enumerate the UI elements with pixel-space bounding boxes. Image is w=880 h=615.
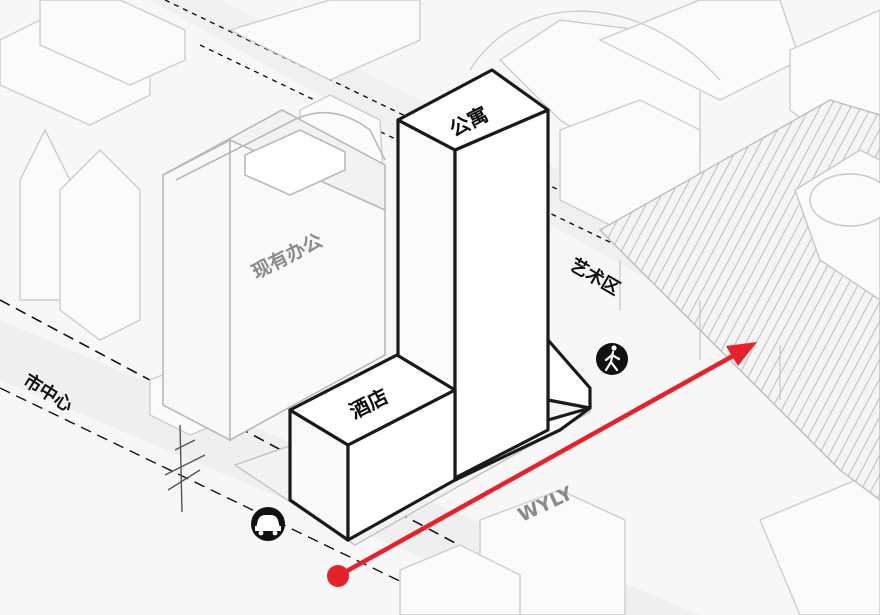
- pedestrian-icon: [596, 343, 628, 375]
- car-icon: [251, 507, 285, 541]
- tree-sketch: [164, 424, 206, 513]
- arts-canopy: [598, 99, 880, 501]
- apartment-tower: [396, 68, 592, 482]
- route-start-dot: [327, 565, 349, 587]
- hotel-block: [288, 353, 457, 542]
- existing-office-building: [162, 109, 386, 442]
- route-arrow: [327, 342, 757, 587]
